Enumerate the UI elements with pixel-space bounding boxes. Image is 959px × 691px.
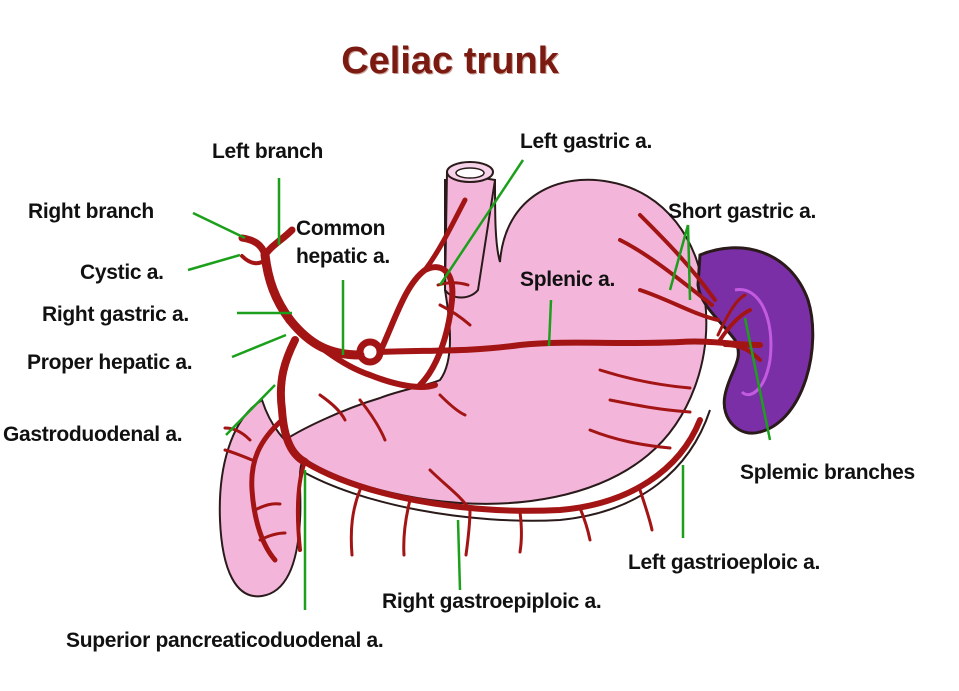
diagram-title: Celiac trunk xyxy=(341,40,559,82)
label-right-gastroepiploic: Right gastroepiploic a. xyxy=(382,590,602,613)
label-common-hepatic-line2: hepatic a. xyxy=(296,245,390,268)
label-right-gastric: Right gastric a. xyxy=(42,303,189,326)
label-left-gastroepiploic: Left gastrioeploic a. xyxy=(628,551,821,574)
label-cystic: Cystic a. xyxy=(80,261,164,284)
label-superior-pancreaticoduodenal: Superior pancreaticoduodenal a. xyxy=(66,629,384,652)
esophagus xyxy=(443,170,497,299)
leader-lines xyxy=(187,159,772,610)
arteries xyxy=(223,197,763,563)
label-left-gastric: Left gastric a. xyxy=(520,130,653,153)
label-left-branch: Left branch xyxy=(212,140,324,163)
esophagus-lumen xyxy=(455,167,485,179)
stomach xyxy=(283,178,708,505)
label-common-hepatic-line1: Common xyxy=(296,217,386,240)
label-proper-hepatic: Proper hepatic a. xyxy=(27,351,193,374)
label-gastroduodenal: Gastroduodenal a. xyxy=(3,423,183,446)
label-short-gastric: Short gastric a. xyxy=(668,200,817,223)
spleen xyxy=(696,246,815,435)
label-splenic: Splenic a. xyxy=(520,268,616,291)
greater-curvature xyxy=(299,409,711,522)
label-right-branch: Right branch xyxy=(28,200,154,223)
label-splenic-branches: Splemic branches xyxy=(740,461,915,484)
spleen-hilum xyxy=(734,288,773,397)
